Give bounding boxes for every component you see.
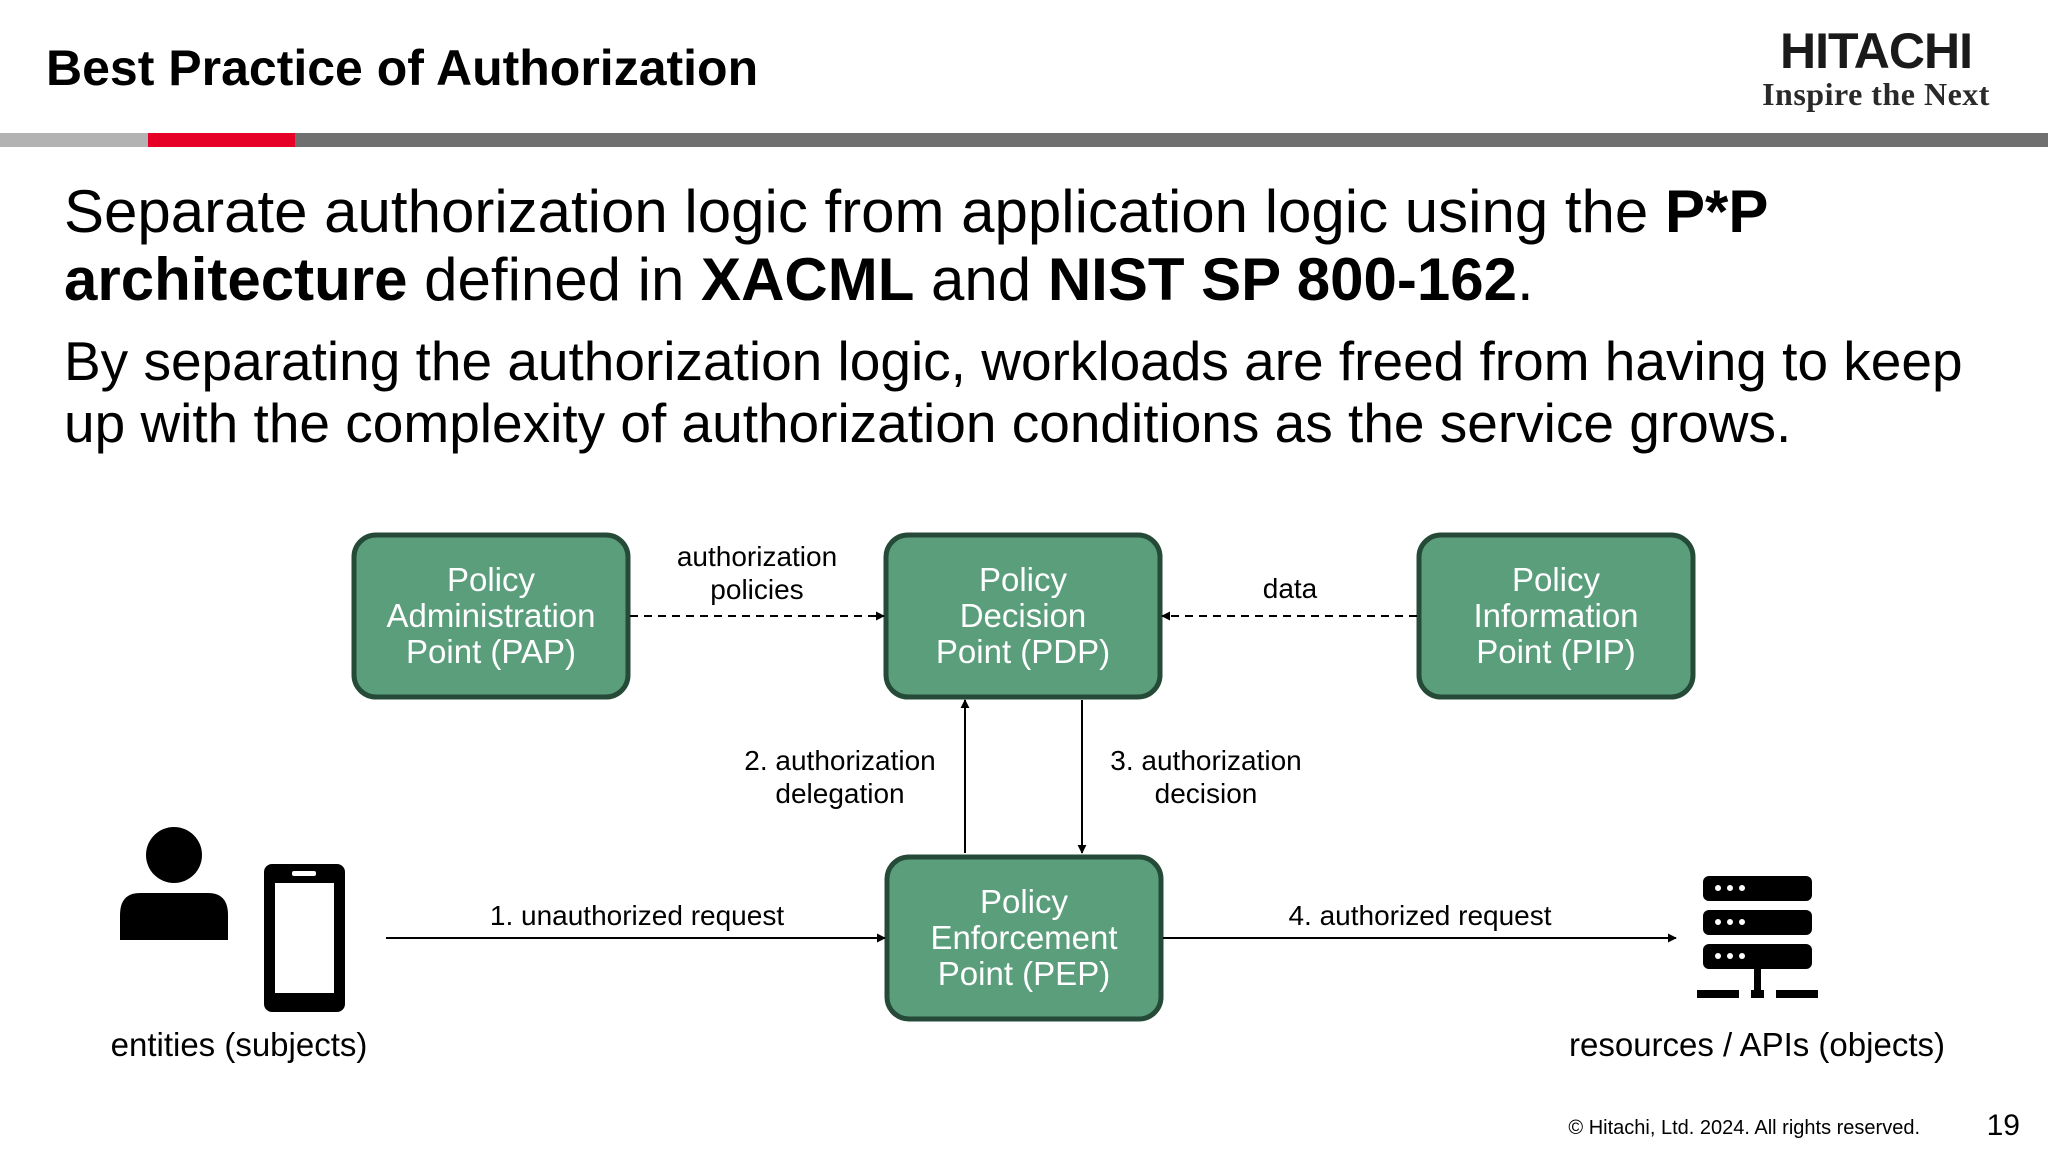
headline-bold-xacml: XACML bbox=[701, 246, 915, 313]
slide-title: Best Practice of Authorization bbox=[46, 40, 759, 96]
edge-authorized-request-label: 4. authorized request bbox=[1288, 900, 1551, 931]
person-icon bbox=[120, 827, 228, 940]
edge-delegation-label-1: 2. authorization bbox=[744, 745, 935, 776]
entities-label: entities (subjects) bbox=[111, 1026, 368, 1063]
edge-pip-to-pdp-label: data bbox=[1263, 573, 1318, 604]
header-rule-right bbox=[295, 133, 2048, 147]
logo-wordmark: HITACHI bbox=[1779, 23, 1973, 79]
node-pdp-line-3: Point (PDP) bbox=[936, 633, 1110, 670]
node-pip-line-1: Policy bbox=[1512, 561, 1601, 598]
resources-label: resources / APIs (objects) bbox=[1569, 1026, 1945, 1063]
headline-part-1: Separate authorization logic from applic… bbox=[64, 178, 1665, 245]
headline: Separate authorization logic from applic… bbox=[64, 178, 2004, 314]
body-paragraph: By separating the authorization logic, w… bbox=[64, 330, 1963, 454]
node-pip-line-2: Information bbox=[1473, 597, 1638, 634]
logo-tagline: Inspire the Next bbox=[1762, 76, 1990, 112]
node-pap-line-3: Point (PAP) bbox=[406, 633, 576, 670]
node-pep-line-3: Point (PEP) bbox=[938, 955, 1110, 992]
edge-decision-label-1: 3. authorization bbox=[1110, 745, 1301, 776]
server-icon bbox=[1697, 876, 1818, 998]
node-pep-line-1: Policy bbox=[980, 883, 1069, 920]
node-pep-line-2: Enforcement bbox=[930, 919, 1117, 956]
edge-delegation-label-2: delegation bbox=[775, 778, 904, 809]
node-pap: Policy Administration Point (PAP) bbox=[351, 532, 631, 700]
headline-bold-nist: NIST SP 800-162 bbox=[1047, 246, 1517, 313]
header-rule-left bbox=[0, 133, 148, 147]
node-pep: Policy Enforcement Point (PEP) bbox=[884, 854, 1164, 1022]
headline-bold-pp-architecture: P*P architecture bbox=[64, 178, 1768, 313]
node-pap-line-2: Administration bbox=[386, 597, 595, 634]
node-pdp-line-2: Decision bbox=[960, 597, 1087, 634]
node-pip: Policy Information Point (PIP) bbox=[1416, 532, 1696, 700]
node-pdp-line-1: Policy bbox=[979, 561, 1068, 598]
edge-unauthorized-request-label: 1. unauthorized request bbox=[490, 900, 784, 931]
edge-pap-to-pdp-label-2: policies bbox=[710, 574, 803, 605]
edge-pap-to-pdp-label-1: authorization bbox=[677, 541, 837, 572]
node-pip-line-3: Point (PIP) bbox=[1476, 633, 1636, 670]
hitachi-logo: HITACHI Inspire the Next bbox=[1746, 26, 2006, 112]
headline-part-3: and bbox=[914, 246, 1048, 313]
smartphone-icon bbox=[264, 864, 345, 1012]
edge-decision-label-2: decision bbox=[1155, 778, 1258, 809]
copyright-notice: © Hitachi, Ltd. 2024. All rights reserve… bbox=[1568, 1117, 1920, 1139]
headline-part-4: . bbox=[1516, 246, 1534, 313]
page-number: 19 bbox=[1986, 1109, 2020, 1142]
header-rule-accent bbox=[148, 133, 295, 147]
node-pap-line-1: Policy bbox=[447, 561, 536, 598]
headline-part-2: defined in bbox=[407, 246, 702, 313]
node-pdp: Policy Decision Point (PDP) bbox=[883, 532, 1163, 700]
